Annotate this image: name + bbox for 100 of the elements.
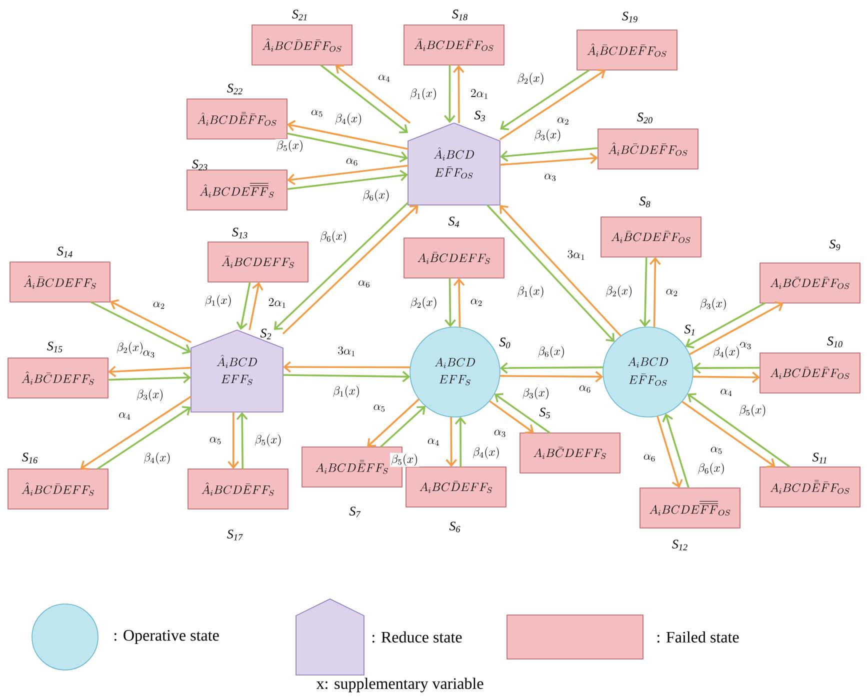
state-label: S$_{3}$ [474, 110, 485, 122]
edge-label: $\alpha_3$ [543, 172, 558, 182]
state-label: S$_{8}$ [639, 196, 650, 208]
edge-label: $\beta_5(x)$ [275, 139, 305, 153]
state-label: S$_{19}$ [622, 12, 638, 22]
arrow [444, 278, 456, 328]
state-label: S$_{10}$ [827, 336, 842, 348]
state-label: S$_{12}$ [672, 540, 688, 550]
state-label: S$_{14}$ [57, 246, 72, 258]
failed-state-box: $A_iBCDE\overline{\overline{FF}}_{OS}$ [640, 488, 740, 528]
arrow [283, 361, 410, 373]
edge-label: $\beta_3(x)$ [533, 128, 562, 142]
failed-state-box: $\hat{A}_iB\bar{C}DE\bar{F}F_{OS}$ [598, 128, 698, 170]
arrow [692, 372, 760, 383]
arrow [96, 406, 191, 470]
failed-state-box: $\hat{A}_iBC\bar{D}EFF_S$ [8, 468, 108, 510]
state-label: S$_{7}$ [349, 506, 361, 518]
arrow [380, 406, 426, 448]
arrow [80, 396, 192, 470]
legend-text: : Operative state [114, 630, 219, 644]
edge-label: $\alpha_5$ [709, 446, 724, 455]
state-label: S$_{20}$ [637, 112, 652, 124]
arrow [286, 170, 408, 190]
edge-label: $\alpha_5$ [310, 108, 324, 118]
note-text: x: supplementary variable [316, 678, 484, 692]
edge-label: $\beta_5(x)$ [390, 452, 420, 467]
state-label: S$_{9}$ [829, 240, 840, 250]
state-label: S$_{16}$ [22, 452, 38, 464]
arrow [500, 147, 598, 162]
state-label: S$_{1}$ [684, 324, 694, 336]
edge-label: $\alpha_2$ [556, 116, 570, 126]
edge-label: $\beta_4(x)$ [334, 112, 364, 126]
edge-label: $\beta_6(x)$ [362, 188, 391, 203]
state-label: S$_{4}$ [448, 216, 460, 228]
state-label: S$_{11}$ [812, 452, 826, 464]
edge-label: $\alpha_2$ [152, 300, 166, 310]
edge-label: $\beta_2(x)$ [409, 296, 438, 310]
edge-label: $\alpha_2$ [469, 298, 484, 307]
edge-label: $\beta_3(x)$ [521, 386, 551, 400]
arrow [500, 69, 590, 130]
arrow [228, 412, 240, 469]
failed-state-box: $\hat{A}_i\bar{B}CDEFF_S$ [10, 262, 110, 302]
edge-label: $\beta_1(x)$ [332, 384, 362, 399]
arrow [486, 204, 615, 342]
failed-state-box: $\hat{A}_iBCD\bar{\bar{E}}\bar{F}F_{OS}$ [186, 98, 288, 140]
arrow [282, 205, 418, 334]
failed-state-box: $\hat{A}_iBCD\bar{E}FF_S$ [188, 468, 288, 510]
state-label: S$_{6}$ [449, 522, 460, 532]
arrow [488, 400, 534, 434]
failed-state-box: $A_iBC\bar{D}EFF_S$ [406, 466, 506, 508]
failed-state-box: $\bar{A}_iBCDEFF_S$ [208, 242, 308, 282]
arrow [236, 282, 251, 330]
arrow [287, 120, 408, 150]
arrow [500, 370, 604, 382]
state-label: S$_{0}$ [499, 338, 510, 348]
failed-state-box: $\hat{A}_i\bar{B}CDE\bar{F}F_{OS}$ [576, 30, 678, 70]
edge-label: $\alpha_4$ [118, 412, 132, 420]
state-label: S$_{23}$ [192, 160, 208, 170]
arrow [500, 152, 598, 166]
edge-label: $3\alpha_1$ [336, 346, 357, 358]
state-label: S$_{2}$ [260, 328, 272, 340]
edge-label: $\alpha_4$ [719, 388, 734, 397]
edge-label: $\alpha_5$ [372, 404, 387, 413]
failed-state-box: $\hat{A}_iB\bar{C}DEFF_S$ [8, 358, 108, 398]
failed-state-box: $A_iBC\bar{D}E\bar{F}F_{OS}$ [760, 352, 860, 394]
edge-label: $2\alpha_1$ [267, 297, 288, 309]
edge-label: $3\alpha_1$ [566, 249, 586, 261]
state-label: S$_{22}$ [227, 84, 242, 94]
arrow [452, 65, 464, 123]
legend-text: : Reduce state [372, 631, 462, 643]
edge-label: $\alpha_4$ [377, 74, 392, 83]
arrow [649, 257, 661, 328]
arrow [287, 164, 408, 186]
failed-state-box: $A_iBCD\bar{\bar{E}}\bar{F}F_{OS}$ [760, 466, 860, 508]
arrow [689, 301, 784, 356]
failed-state-box: $A_iB\bar{C}DE\bar{F}F_{OS}$ [760, 262, 860, 304]
arrow [692, 362, 760, 374]
arrow [236, 412, 248, 469]
failed-state-box: $A_i\bar{B}CDE\bar{F}F_{OS}$ [600, 216, 702, 258]
arrow [320, 64, 408, 134]
arrow [444, 65, 456, 123]
edge-label: $\alpha_6$ [642, 453, 657, 462]
arrow [367, 398, 420, 447]
state-label: S$_{15}$ [47, 342, 62, 352]
edge-label: $\beta_6(x)$ [318, 230, 348, 244]
edge-label: $\alpha_5$ [208, 436, 223, 446]
edge-label: $\beta_5(x)$ [254, 433, 283, 448]
edge-label: $\beta_6(x)$ [696, 462, 726, 476]
reduce-state-pentagon: $\begin{gathered}\hat{A}_iBCD\\ E\bar{F}F_{OS}\end{gathered}$ [408, 122, 500, 206]
failed-state-box: $A_iB\bar{C}DEFF_S$ [520, 432, 620, 474]
arrow [454, 416, 466, 467]
edge-label: $\alpha_2$ [664, 288, 680, 298]
arrow [90, 301, 191, 354]
arrow [110, 299, 192, 344]
edge-label: $\beta_1(x)$ [516, 284, 546, 299]
arrow [687, 393, 791, 468]
edge-label: $\alpha_3$ [492, 428, 508, 438]
arrow [681, 400, 776, 468]
edge-label: $2\alpha_1$ [469, 88, 490, 100]
failed-state-box: $\bar{A}_iBCDE\bar{F}F_{OS}$ [404, 24, 504, 66]
